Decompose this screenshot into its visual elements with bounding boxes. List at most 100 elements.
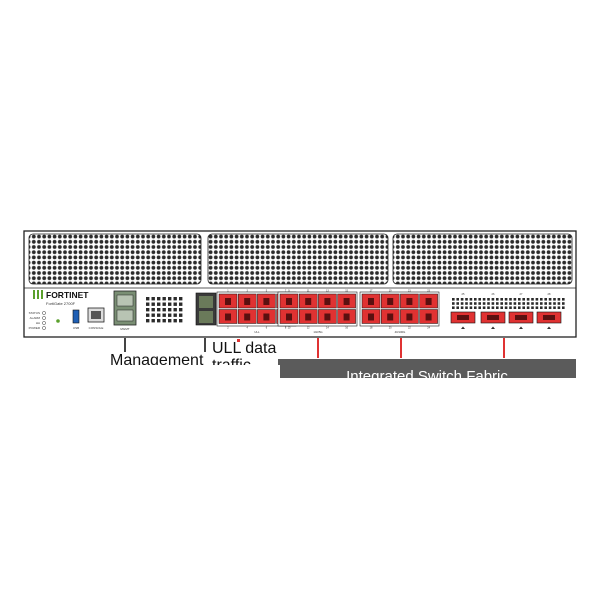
vent-dot [562,298,565,301]
vent-dot [562,306,565,309]
sfp-port-number: 20 [389,327,392,330]
vent-dot [162,302,166,306]
vent-dot [522,298,525,301]
vent-dot [557,298,561,301]
alarm-led-icon [42,316,46,320]
vent-dot [151,297,155,301]
vent-dot [162,319,166,323]
vent-dot [168,302,172,306]
sfp-port-number: 2 [227,327,229,330]
vent-dot [179,302,183,306]
vent-dot [469,302,473,305]
vent-dot [531,298,534,301]
vent-dot [548,306,552,309]
integrated-switch-fabric-bar: Integrated Switch Fabric [278,359,576,378]
vent-dot [168,308,172,312]
vent-dot [509,306,512,309]
vent-dot [460,298,464,301]
vent-dot [526,298,530,301]
vent-dot [162,308,166,312]
vent-dot [504,302,508,305]
vent-dot [522,302,525,305]
qsfp-port-number: 27 [520,292,523,296]
vent-dot [500,302,503,305]
qsfp-port-number: 28 [548,292,551,296]
sfp-port-number: 9 [288,290,290,293]
vent-dot [548,298,552,301]
reset-button-icon [56,319,60,323]
vent-dot [452,302,455,305]
vent-dot [456,298,459,301]
model-text: FortiGate 2700F [46,301,76,306]
vent-dot [478,306,481,309]
vent-dot [544,306,547,309]
vent-dot [491,306,495,309]
vent-dot [146,319,150,323]
qsfp-warning-icon [461,326,465,329]
vent-dot [157,319,161,323]
vent-dot [474,302,477,305]
sfp-port-latch-icon [324,313,331,321]
vent-dot [460,306,464,309]
vent-dot [151,313,155,317]
sfp-port-latch-icon [225,298,231,305]
vent-dot [553,298,556,301]
vent-grille-right [392,233,573,285]
vent-dot [162,297,166,301]
sfp-port-latch-icon [387,313,394,321]
sfp-port-number: 7 [285,290,287,293]
qsfp-port-latch-icon [543,315,555,320]
sfp-port-latch-icon [305,313,312,321]
led-label-ha: HA [36,321,40,325]
vent-dot [535,306,539,309]
vent-dot [553,306,556,309]
vent-dot [540,298,543,301]
brand-text: FORTINET [46,290,89,300]
vent-dot [487,298,490,301]
vent-dot [496,306,499,309]
vent-dot [469,306,473,309]
vent-dot [548,302,552,305]
vent-dot [146,297,150,301]
sfp-port-number: 10 [288,327,291,330]
vent-dot [168,319,172,323]
vent-dot [478,298,481,301]
qsfp-port-latch-icon [457,315,469,320]
vent-dot [540,302,543,305]
vent-dot [151,308,155,312]
led-label-alarm: ALARM [30,316,41,320]
sfp-port-number: 24 [427,327,430,330]
sfp-port-number: 13 [326,290,329,293]
sfp-port-number: 1 [227,290,229,293]
sfp-port-number: 16 [345,327,348,330]
sfp-port-latch-icon [343,298,350,305]
led-label-power: POWER [29,326,41,330]
vent-grille-left [28,233,202,285]
vent-dot [173,308,177,312]
vent-dot [456,302,459,305]
sfp-port-number: 3 [247,290,249,293]
vent-dot [469,298,473,301]
vent-dot [496,298,499,301]
vent-dot [544,302,547,305]
vent-dot [452,298,455,301]
console-label: CONSOLE [89,326,104,330]
sfp-port-groups: 123456789101112131415161718192021222324U… [216,290,440,334]
qsfp-warning-icon [547,326,551,329]
vent-dot [482,306,486,309]
status-led-icon [42,311,46,315]
vent-dot [509,298,512,301]
sfp-port-latch-icon [305,298,312,305]
vent-dot [173,319,177,323]
usb-label: USB [73,326,79,330]
vent-dot [500,306,503,309]
port-group-label: 40/100G [395,330,406,334]
vent-dot [531,302,534,305]
vent-dot [146,308,150,312]
sfp-port-number: 21 [408,290,411,293]
vent-dot [518,302,521,305]
sfp-port-latch-icon [368,313,374,321]
vent-dot [557,306,561,309]
